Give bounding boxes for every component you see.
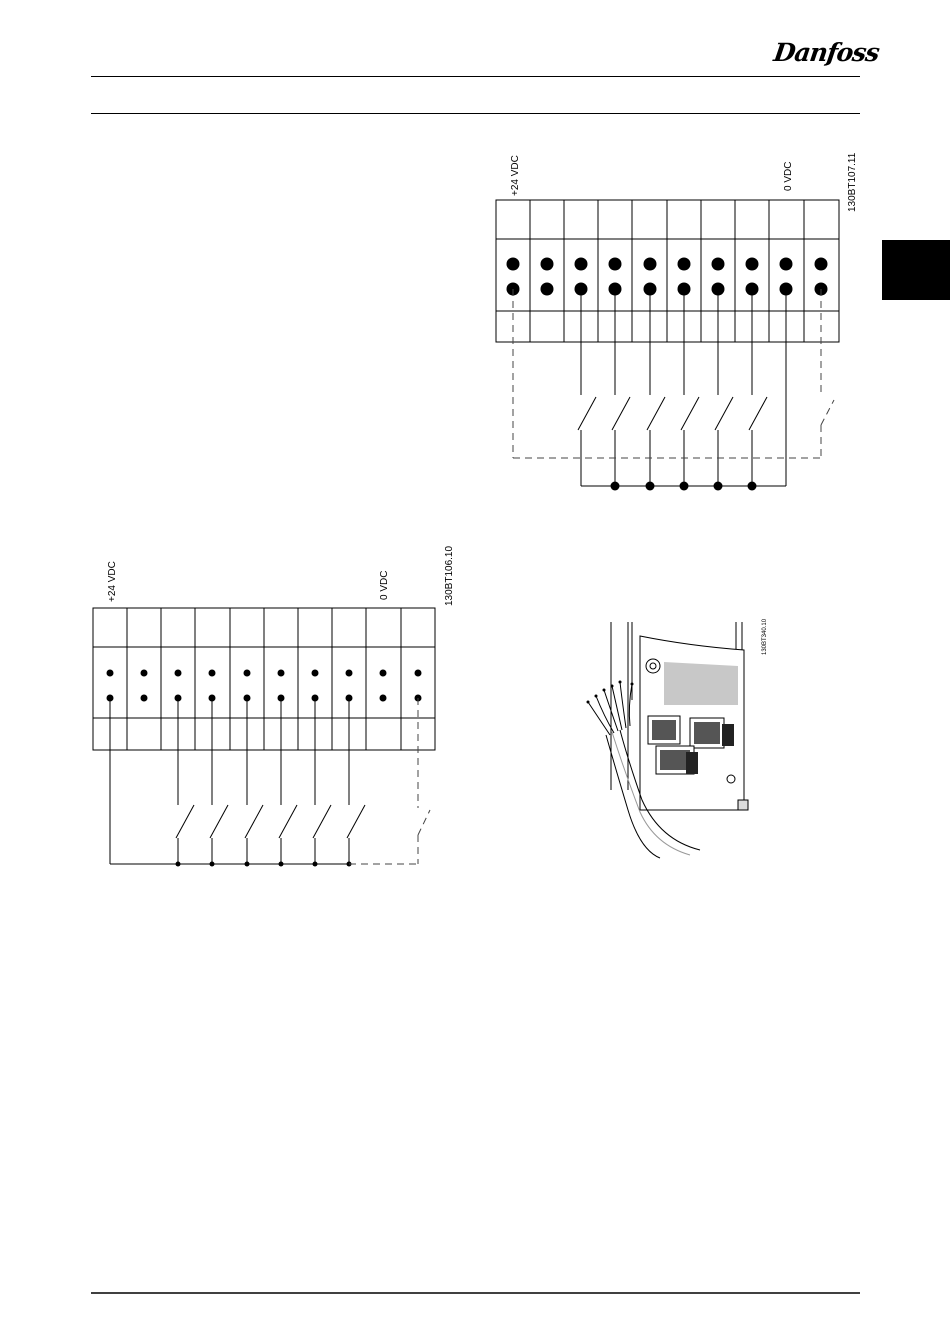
bottom-dashed-loop bbox=[349, 698, 430, 864]
bottom-terminal-block bbox=[93, 608, 435, 750]
cable-wire-ends bbox=[587, 681, 634, 704]
bottom-switch-wiring bbox=[110, 698, 365, 864]
top-terminal-block bbox=[496, 200, 839, 342]
cable-clamp-photo bbox=[588, 622, 748, 858]
top-switch-wiring bbox=[578, 289, 786, 486]
